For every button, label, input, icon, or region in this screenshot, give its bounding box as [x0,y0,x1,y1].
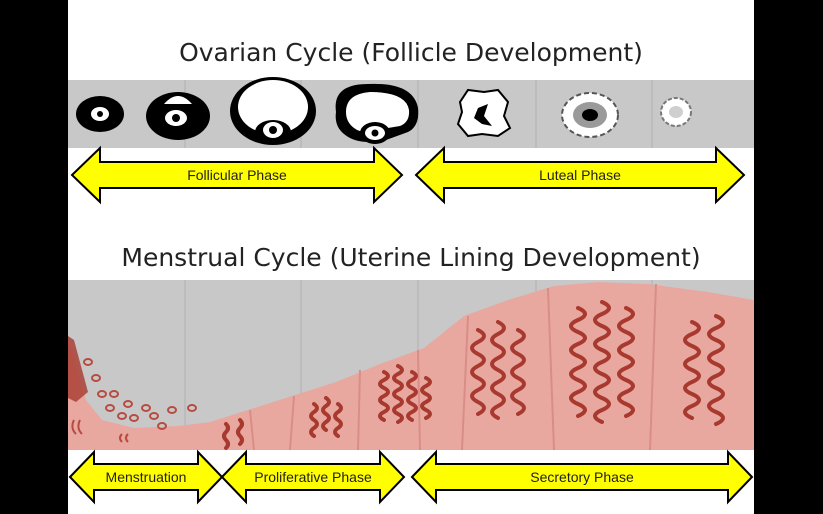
proliferative-phase-label: Proliferative Phase [254,469,372,485]
slide: Ovarian Cycle (Follicle Development) [68,0,754,514]
luteal-phase-label: Luteal Phase [539,167,621,183]
corpus-luteum-forming-icon [458,90,510,136]
luteal-phase-arrow: Luteal Phase [416,148,744,202]
follicular-phase-arrow: Follicular Phase [72,148,402,202]
proliferative-phase-arrow: Proliferative Phase [222,452,404,502]
secretory-phase-arrow: Secretory Phase [412,452,752,502]
corpus-luteum-icon [562,93,618,137]
primordial-follicle-icon [76,96,124,132]
menstruation-arrow: Menstruation [70,452,222,502]
secondary-follicle-icon [230,77,316,145]
corpus-albicans-icon [661,98,691,126]
menstruation-label: Menstruation [106,469,187,485]
follicular-phase-label: Follicular Phase [187,167,287,183]
menstrual-cycle-title: Menstrual Cycle (Uterine Lining Developm… [68,243,754,272]
primary-follicle-icon [146,92,210,140]
secretory-phase-label: Secretory Phase [530,469,634,485]
